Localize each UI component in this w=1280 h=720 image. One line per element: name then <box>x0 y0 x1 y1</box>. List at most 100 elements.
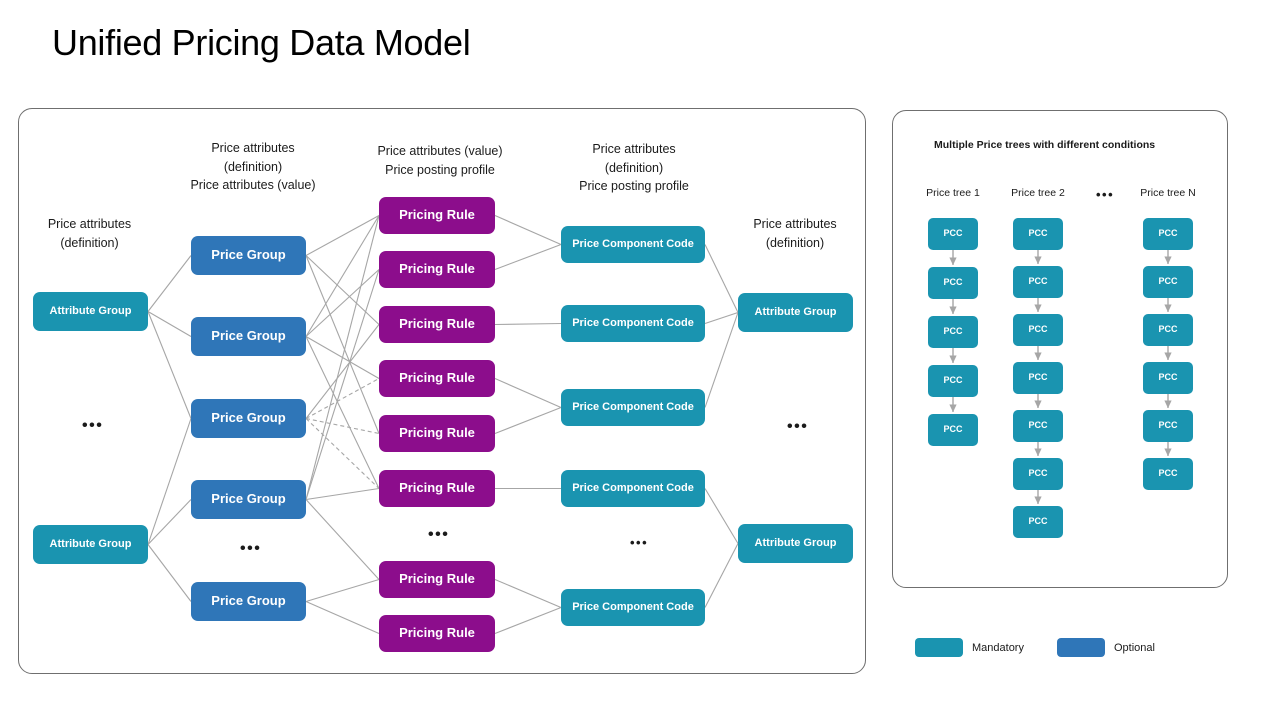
node-label: Pricing Rule <box>399 316 475 332</box>
legend-item-mandatory: Mandatory <box>915 638 1024 657</box>
node-price-component-code-4[interactable]: Price Component Code <box>561 470 705 507</box>
node-pcc-tree2-5[interactable]: PCC <box>1013 410 1063 442</box>
caption-line: Price attributes <box>592 142 676 156</box>
caption-line: Price posting profile <box>385 162 495 177</box>
node-price-component-code-1[interactable]: Price Component Code <box>561 226 705 263</box>
node-label: Pricing Rule <box>399 370 475 386</box>
node-pcc-tree1-5[interactable]: PCC <box>928 414 978 446</box>
node-label: PCC <box>943 375 963 386</box>
caption-line: Price attributes (value) <box>190 178 316 192</box>
node-price-group-4[interactable]: Price Group <box>191 480 306 519</box>
caption-price-component-code: Price attributes(definition)Price postin… <box>553 140 715 196</box>
node-price-group-3[interactable]: Price Group <box>191 399 306 438</box>
ellipsis-price-component-code: ••• <box>630 535 649 550</box>
node-price-group-2[interactable]: Price Group <box>191 317 306 356</box>
legend-label-mandatory: Mandatory <box>972 641 1024 654</box>
node-label: Price Group <box>211 247 286 263</box>
node-pricing-rule-1[interactable]: Pricing Rule <box>379 197 495 234</box>
node-pcc-tree1-2[interactable]: PCC <box>928 267 978 299</box>
node-pricing-rule-8[interactable]: Pricing Rule <box>379 615 495 652</box>
caption-line: Price attributes <box>47 217 132 231</box>
node-label: Attribute Group <box>49 538 132 551</box>
node-pcc-tree3-5[interactable]: PCC <box>1143 410 1193 442</box>
node-label: Price Component Code <box>572 601 694 614</box>
node-label: PCC <box>1158 372 1178 383</box>
node-pcc-tree2-6[interactable]: PCC <box>1013 458 1063 490</box>
node-label: Price Component Code <box>572 317 694 330</box>
node-label: PCC <box>1028 276 1048 287</box>
node-attribute-group-right-2[interactable]: Attribute Group <box>738 524 853 563</box>
node-label: Attribute Group <box>49 305 132 318</box>
node-label: PCC <box>1158 324 1178 335</box>
node-label: PCC <box>1028 324 1048 335</box>
node-label: Pricing Rule <box>399 625 475 641</box>
caption-line: Price attributes (value) <box>377 144 503 158</box>
caption-line: Price attributes <box>753 217 837 231</box>
node-label: Pricing Rule <box>399 480 475 496</box>
node-pcc-tree2-3[interactable]: PCC <box>1013 314 1063 346</box>
node-pricing-rule-4[interactable]: Pricing Rule <box>379 360 495 397</box>
caption-line: Price attributes <box>211 141 295 155</box>
price-tree-label-1: Price tree 1 <box>926 187 980 199</box>
node-pcc-tree3-6[interactable]: PCC <box>1143 458 1193 490</box>
node-label: Pricing Rule <box>399 571 475 587</box>
ellipsis-attribute-group-right: ••• <box>787 418 809 435</box>
node-price-group-5[interactable]: Price Group <box>191 582 306 621</box>
node-label: Pricing Rule <box>399 207 475 223</box>
node-label: Price Component Code <box>572 401 694 414</box>
legend-swatch-optional <box>1057 638 1105 657</box>
node-pcc-tree3-1[interactable]: PCC <box>1143 218 1193 250</box>
node-label: PCC <box>1158 228 1178 239</box>
node-label: Pricing Rule <box>399 425 475 441</box>
price-tree-label-2: Price tree 2 <box>1011 187 1065 199</box>
node-price-component-code-5[interactable]: Price Component Code <box>561 589 705 626</box>
node-pcc-tree2-1[interactable]: PCC <box>1013 218 1063 250</box>
node-price-component-code-3[interactable]: Price Component Code <box>561 389 705 426</box>
node-attribute-group-left-1[interactable]: Attribute Group <box>33 292 148 331</box>
ellipsis-pricing-rule: ••• <box>428 526 450 543</box>
node-label: PCC <box>1158 276 1178 287</box>
node-label: PCC <box>1028 468 1048 479</box>
node-pricing-rule-6[interactable]: Pricing Rule <box>379 470 495 507</box>
node-attribute-group-right-1[interactable]: Attribute Group <box>738 293 853 332</box>
node-label: PCC <box>943 326 963 337</box>
caption-attribute-group-right: Price attributes (definition) <box>727 215 863 252</box>
node-pcc-tree2-4[interactable]: PCC <box>1013 362 1063 394</box>
ellipsis-price-group: ••• <box>240 540 262 557</box>
node-label: PCC <box>943 228 963 239</box>
node-label: Price Group <box>211 410 286 426</box>
node-label: Price Component Code <box>572 238 694 251</box>
node-pricing-rule-7[interactable]: Pricing Rule <box>379 561 495 598</box>
node-label: PCC <box>943 277 963 288</box>
legend-label-optional: Optional <box>1114 641 1155 654</box>
caption-line: (definition) <box>765 235 825 250</box>
node-label: Pricing Rule <box>399 261 475 277</box>
node-label: PCC <box>1028 372 1048 383</box>
node-pcc-tree1-4[interactable]: PCC <box>928 365 978 397</box>
node-pcc-tree2-2[interactable]: PCC <box>1013 266 1063 298</box>
caption-line: (definition) <box>604 160 664 175</box>
node-pcc-tree1-3[interactable]: PCC <box>928 316 978 348</box>
node-pcc-tree3-3[interactable]: PCC <box>1143 314 1193 346</box>
node-label: Price Group <box>211 593 286 609</box>
caption-attribute-group-left: Price attributes(definition) <box>22 215 157 252</box>
ellipsis-price-trees: ••• <box>1096 187 1115 202</box>
node-pcc-tree2-7[interactable]: PCC <box>1013 506 1063 538</box>
price-trees-title: Multiple Price trees with different cond… <box>934 139 1156 151</box>
node-pcc-tree3-2[interactable]: PCC <box>1143 266 1193 298</box>
node-price-component-code-2[interactable]: Price Component Code <box>561 305 705 342</box>
node-attribute-group-left-2[interactable]: Attribute Group <box>33 525 148 564</box>
node-pcc-tree3-4[interactable]: PCC <box>1143 362 1193 394</box>
node-label: PCC <box>1158 468 1178 479</box>
node-pricing-rule-3[interactable]: Pricing Rule <box>379 306 495 343</box>
node-price-group-1[interactable]: Price Group <box>191 236 306 275</box>
caption-pricing-rule: Price attributes (value) Price posting pr… <box>362 142 518 179</box>
node-label: PCC <box>1158 420 1178 431</box>
node-label: PCC <box>1028 228 1048 239</box>
node-pricing-rule-5[interactable]: Pricing Rule <box>379 415 495 452</box>
node-pricing-rule-2[interactable]: Pricing Rule <box>379 251 495 288</box>
node-pcc-tree1-1[interactable]: PCC <box>928 218 978 250</box>
page-title: Unified Pricing Data Model <box>52 22 471 63</box>
caption-price-group: Price attributes(definition)Price attrib… <box>178 139 328 195</box>
node-label: Attribute Group <box>754 306 837 319</box>
